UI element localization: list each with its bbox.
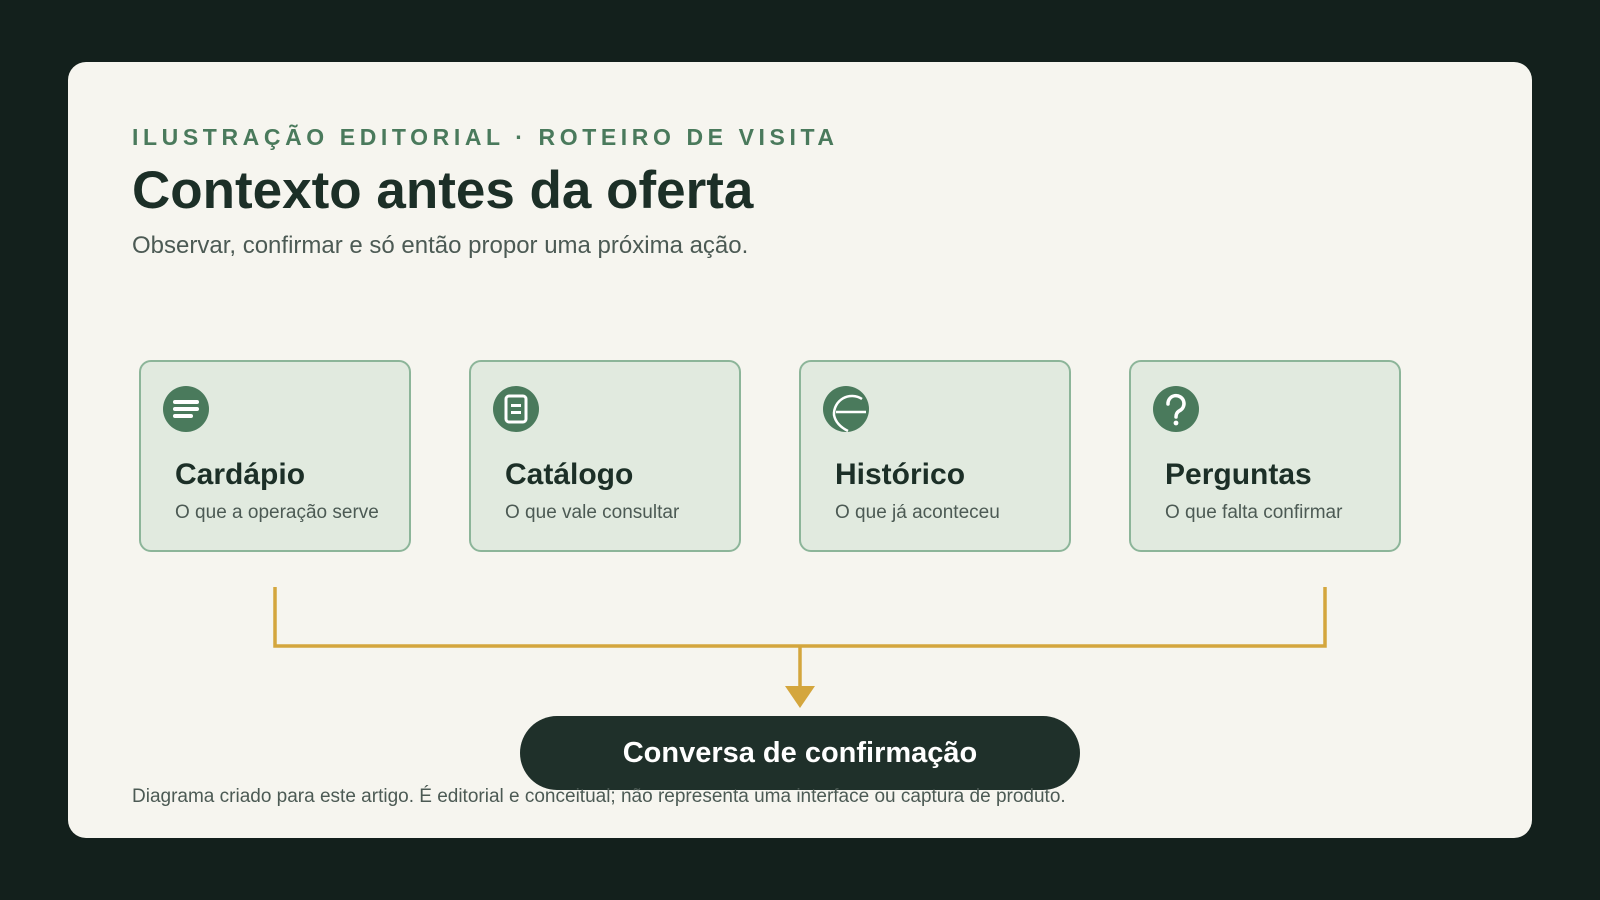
page-subtitle: Observar, confirmar e só então propor um… xyxy=(132,232,749,259)
card-description: O que já aconteceu xyxy=(835,502,1000,523)
card-title: Histórico xyxy=(835,458,966,491)
footnote: Diagrama criado para este artigo. É edit… xyxy=(132,786,1066,807)
card-cardapio: Cardápio O que a operação serve xyxy=(139,360,411,552)
card-title: Cardápio xyxy=(175,458,306,491)
menu-lines-icon xyxy=(163,386,209,432)
card-historico: Histórico O que já aconteceu xyxy=(799,360,1071,552)
card-title: Catálogo xyxy=(505,458,634,491)
connector-arrowhead xyxy=(785,686,815,708)
document-icon xyxy=(493,386,539,432)
eyebrow-label: ILUSTRAÇÃO EDITORIAL · ROTEIRO DE VISITA xyxy=(132,124,839,150)
card-perguntas: Perguntas O que falta confirmar xyxy=(1129,360,1401,552)
card-catalogo: Catálogo O que vale consultar xyxy=(469,360,741,552)
card-title: Perguntas xyxy=(1165,458,1312,491)
card-description: O que falta confirmar xyxy=(1165,502,1343,523)
result-pill: Conversa de confirmação xyxy=(520,716,1080,790)
history-icon xyxy=(823,386,869,433)
page-title: Contexto antes da oferta xyxy=(132,161,754,220)
card-description: O que vale consultar xyxy=(505,502,680,523)
diagram-panel: ILUSTRAÇÃO EDITORIAL · ROTEIRO DE VISITA… xyxy=(68,62,1532,838)
card-description: O que a operação serve xyxy=(175,502,379,523)
question-icon xyxy=(1153,386,1199,432)
